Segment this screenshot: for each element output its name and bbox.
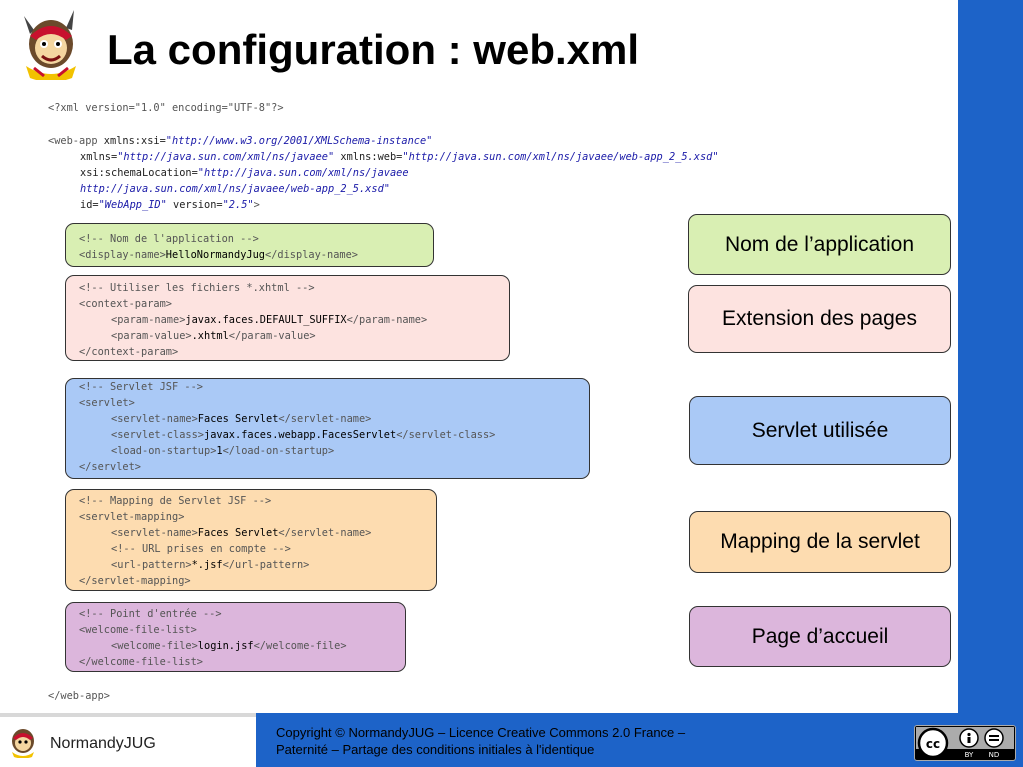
servlet-comment: <!-- Servlet JSF --> (79, 381, 203, 393)
xmlns-web-attr: xmlns:web= (334, 151, 403, 163)
version-value: "2.5" (222, 199, 254, 211)
servlet-name-open-tag: <servlet-name> (111, 413, 198, 425)
xmlns-xsi-attr: xmlns:xsi= (103, 135, 166, 147)
param-name-value: javax.faces.DEFAULT_SUFFIX (185, 314, 347, 326)
id-value: "WebApp_ID" (98, 199, 167, 211)
servlet-close-tag: </servlet> (79, 461, 141, 473)
servlet-class-line: <servlet-class>javax.faces.webapp.FacesS… (111, 427, 495, 443)
param-name-open-tag: <param-name> (111, 314, 186, 326)
servlet-name-value: Faces Servlet (197, 413, 279, 425)
display-name-comment: <!-- Nom de l'application --> (79, 233, 259, 245)
welcome-file-line: <welcome-file>login.jsf</welcome-file> (111, 638, 347, 654)
welcome-file-list-open-tag: <welcome-file-list> (79, 624, 197, 636)
webapp-close-tag: </web-app> (48, 690, 110, 702)
servlet-class-value: javax.faces.webapp.FacesServlet (204, 429, 397, 441)
right-accent-bar (958, 0, 1023, 713)
load-on-startup-open-tag: <load-on-startup> (111, 445, 217, 457)
cc-by-label: BY (965, 751, 974, 759)
param-value-value: .xhtml (191, 330, 229, 342)
version-attr: version= (166, 199, 223, 211)
xmlns-value: "http://java.sun.com/xml/ns/javaee" (117, 151, 335, 163)
url-pattern-line: <url-pattern>*.jsf</url-pattern> (111, 557, 309, 573)
footer-org-name: NormandyJUG (50, 735, 156, 752)
xml-declaration: <?xml version="1.0" encoding="UTF-8"?> (48, 102, 284, 114)
display-name-line: <display-name>HelloNormandyJug</display-… (79, 247, 358, 263)
context-param-open-tag: <context-param> (79, 298, 172, 310)
servlet-open-tag: <servlet> (79, 397, 135, 409)
param-name-close-tag: </param-name> (346, 314, 428, 326)
param-value-close-tag: </param-value> (228, 330, 316, 342)
url-pattern-open-tag: <url-pattern> (111, 559, 192, 571)
xmlns-web-value: "http://java.sun.com/xml/ns/javaee/web-a… (402, 151, 719, 163)
xmlns-attr: xmlns= (80, 151, 118, 163)
page-title: La configuration : web.xml (107, 26, 640, 73)
welcome-file-value: login.jsf (197, 640, 254, 652)
welcome-file-close-tag: </welcome-file> (253, 640, 347, 652)
footer-logo-icon (12, 729, 34, 758)
cc-badge-icon: cc BY ND (916, 727, 1014, 759)
schema-location-attr: xsi:schemaLocation= (80, 167, 198, 179)
mapping-servlet-name-close-tag: </servlet-name> (278, 527, 372, 539)
webapp-close-bracket: > (253, 199, 260, 211)
mapping-servlet-name-value: Faces Servlet (197, 527, 279, 539)
copyright-line-1: Copyright © NormandyJUG – Licence Creati… (276, 725, 686, 740)
servlet-name-close-tag: </servlet-name> (278, 413, 372, 425)
label-extension: Extension des pages (688, 285, 951, 353)
servlet-mapping-block: <!-- Mapping de Servlet JSF --> <servlet… (65, 489, 437, 591)
webapp-open-line: <web-app xmlns:xsi="http://www.w3.org/20… (48, 133, 432, 149)
svg-text:cc: cc (926, 737, 940, 751)
label-mapping: Mapping de la servlet (689, 511, 951, 573)
schema-location-line-2: http://java.sun.com/xml/ns/javaee/web-ap… (80, 181, 390, 197)
servlet-mapping-open-tag: <servlet-mapping> (79, 511, 185, 523)
normandyjug-logo-icon (24, 10, 76, 80)
servlet-block: <!-- Servlet JSF --> <servlet> <servlet-… (65, 378, 590, 479)
id-version-line: id="WebApp_ID" version="2.5"> (80, 197, 260, 213)
display-name-block: <!-- Nom de l'application --> <display-n… (65, 223, 434, 267)
label-servlet: Servlet utilisée (689, 396, 951, 465)
servlet-class-open-tag: <servlet-class> (111, 429, 204, 441)
display-name-value: HelloNormandyJug (165, 249, 265, 261)
servlet-mapping-close-tag: </servlet-mapping> (79, 575, 191, 587)
context-param-comment: <!-- Utiliser les fichiers *.xhtml --> (79, 282, 315, 294)
context-param-block: <!-- Utiliser les fichiers *.xhtml --> <… (65, 275, 510, 361)
url-pattern-value: *.jsf (191, 559, 223, 571)
xmlns-xsi-value: "http://www.w3.org/2001/XMLSchema-instan… (165, 135, 433, 147)
cc-nd-label: ND (989, 751, 1000, 759)
servlet-mapping-comment: <!-- Mapping de Servlet JSF --> (79, 495, 272, 507)
load-on-startup-value: 1 (216, 445, 223, 457)
param-value-line: <param-value>.xhtml</param-value> (111, 328, 316, 344)
url-pattern-close-tag: </url-pattern> (222, 559, 310, 571)
copyright-notice: Copyright © NormandyJUG – Licence Creati… (276, 724, 685, 758)
context-param-close-tag: </context-param> (79, 346, 179, 358)
footer-band (256, 713, 1023, 767)
webapp-open-tag: <web-app (48, 135, 104, 147)
welcome-file-block: <!-- Point d'entrée --> <welcome-file-li… (65, 602, 406, 672)
welcome-file-list-close-tag: </welcome-file-list> (79, 656, 203, 668)
display-name-close-tag: </display-name> (265, 249, 358, 261)
xmlns-line: xmlns="http://java.sun.com/xml/ns/javaee… (80, 149, 719, 165)
welcome-file-open-tag: <welcome-file> (111, 640, 198, 652)
id-attr: id= (80, 199, 99, 211)
display-name-open-tag: <display-name> (79, 249, 166, 261)
mapping-servlet-name-line: <servlet-name>Faces Servlet</servlet-nam… (111, 525, 371, 541)
load-on-startup-line: <load-on-startup>1</load-on-startup> (111, 443, 334, 459)
schema-location-value-2: http://java.sun.com/xml/ns/javaee/web-ap… (80, 183, 390, 195)
servlet-name-line: <servlet-name>Faces Servlet</servlet-nam… (111, 411, 371, 427)
schema-location-line: xsi:schemaLocation="http://java.sun.com/… (80, 165, 409, 181)
welcome-comment: <!-- Point d'entrée --> (79, 608, 222, 620)
label-welcome: Page d’accueil (689, 606, 951, 667)
creative-commons-badge[interactable]: cc BY ND (914, 725, 1016, 761)
servlet-class-close-tag: </servlet-class> (396, 429, 496, 441)
mapping-servlet-name-open-tag: <servlet-name> (111, 527, 198, 539)
copyright-line-2: Paternité – Partage des conditions initi… (276, 742, 595, 757)
load-on-startup-close-tag: </load-on-startup> (222, 445, 335, 457)
url-comment: <!-- URL prises en compte --> (111, 543, 291, 555)
label-app-name: Nom de l’application (688, 214, 951, 275)
schema-location-value-1: "http://java.sun.com/xml/ns/javaee (197, 167, 409, 179)
param-value-open-tag: <param-value> (111, 330, 192, 342)
param-name-line: <param-name>javax.faces.DEFAULT_SUFFIX</… (111, 312, 427, 328)
